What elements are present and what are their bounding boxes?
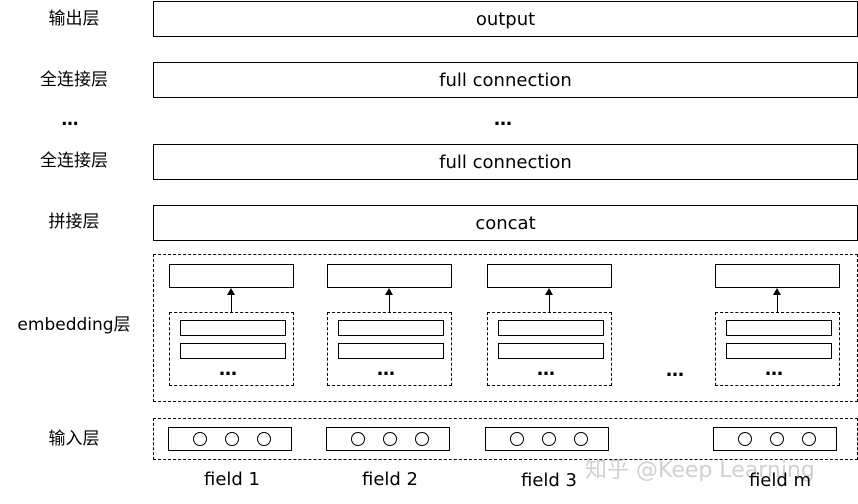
input-node-icon [351, 432, 365, 446]
embedding-vector-row [498, 343, 604, 359]
fc-layer-text-bottom: full connection [439, 151, 572, 173]
input-node-icon [574, 432, 588, 446]
fc-layer-label-top: 全连接层 [40, 70, 108, 90]
input-layer-label: 输入层 [48, 429, 100, 449]
input-node-icon [257, 432, 271, 446]
embedding-inner-ellipsis: … [219, 359, 238, 380]
embedding-vector-row [180, 343, 286, 359]
concat-layer-text: concat [475, 212, 536, 234]
input-node-icon [415, 432, 429, 446]
output-layer-text: output [475, 8, 536, 30]
embedding-vector-row [498, 320, 604, 336]
embedding-layer-label: embedding层 [17, 315, 131, 335]
embedding-vector-row [726, 343, 832, 359]
input-node-icon [225, 432, 239, 446]
input-node-icon [193, 432, 207, 446]
embedding-output-box [327, 264, 452, 288]
embedding-output-box [169, 264, 294, 288]
embedding-output-box [487, 264, 612, 288]
input-node-icon [542, 432, 556, 446]
embedding-group [327, 312, 452, 386]
arrow-up-icon [545, 288, 553, 295]
output-layer-label: 输出层 [48, 9, 100, 29]
input-field-box [713, 427, 837, 451]
arrow-up-icon [773, 288, 781, 295]
arrow-up-icon [227, 288, 235, 295]
layer-ellipsis: … [494, 109, 513, 130]
field-label-m: field m [748, 470, 812, 491]
embedding-output-box [715, 264, 840, 288]
embedding-group [169, 312, 294, 386]
embedding-between-ellipsis: … [666, 360, 685, 381]
input-node-icon [738, 432, 752, 446]
embedding-group [487, 312, 612, 386]
field-label-3: field 3 [520, 470, 577, 491]
input-node-icon [383, 432, 397, 446]
arrow-up-icon [385, 288, 393, 295]
embedding-arrow-line [777, 294, 778, 312]
embedding-vector-row [338, 320, 444, 336]
input-node-icon [510, 432, 524, 446]
embedding-inner-ellipsis: … [377, 359, 396, 380]
embedding-arrow-line [549, 294, 550, 312]
input-node-icon [770, 432, 784, 446]
embedding-arrow-line [231, 294, 232, 312]
field-label-2: field 2 [361, 469, 418, 490]
input-node-icon [802, 432, 816, 446]
ellipsis-label: … [61, 110, 79, 130]
field-label-1: field 1 [203, 469, 260, 490]
output-layer-box: output [153, 1, 858, 37]
embedding-vector-row [180, 320, 286, 336]
concat-layer-label: 拼接层 [48, 212, 100, 232]
fc-layer-label-bottom: 全连接层 [40, 151, 108, 171]
embedding-inner-ellipsis: … [537, 359, 556, 380]
embedding-vector-row [726, 320, 832, 336]
fc-layer-box-top: full connection [153, 62, 858, 98]
embedding-inner-ellipsis: … [765, 359, 784, 380]
fc-layer-box-bottom: full connection [153, 144, 858, 180]
embedding-group [715, 312, 840, 386]
embedding-arrow-line [389, 294, 390, 312]
watermark: 知乎 @Keep Learning [585, 458, 815, 483]
embedding-vector-row [338, 343, 444, 359]
concat-layer-box: concat [153, 205, 858, 241]
fc-layer-text-top: full connection [439, 69, 572, 91]
